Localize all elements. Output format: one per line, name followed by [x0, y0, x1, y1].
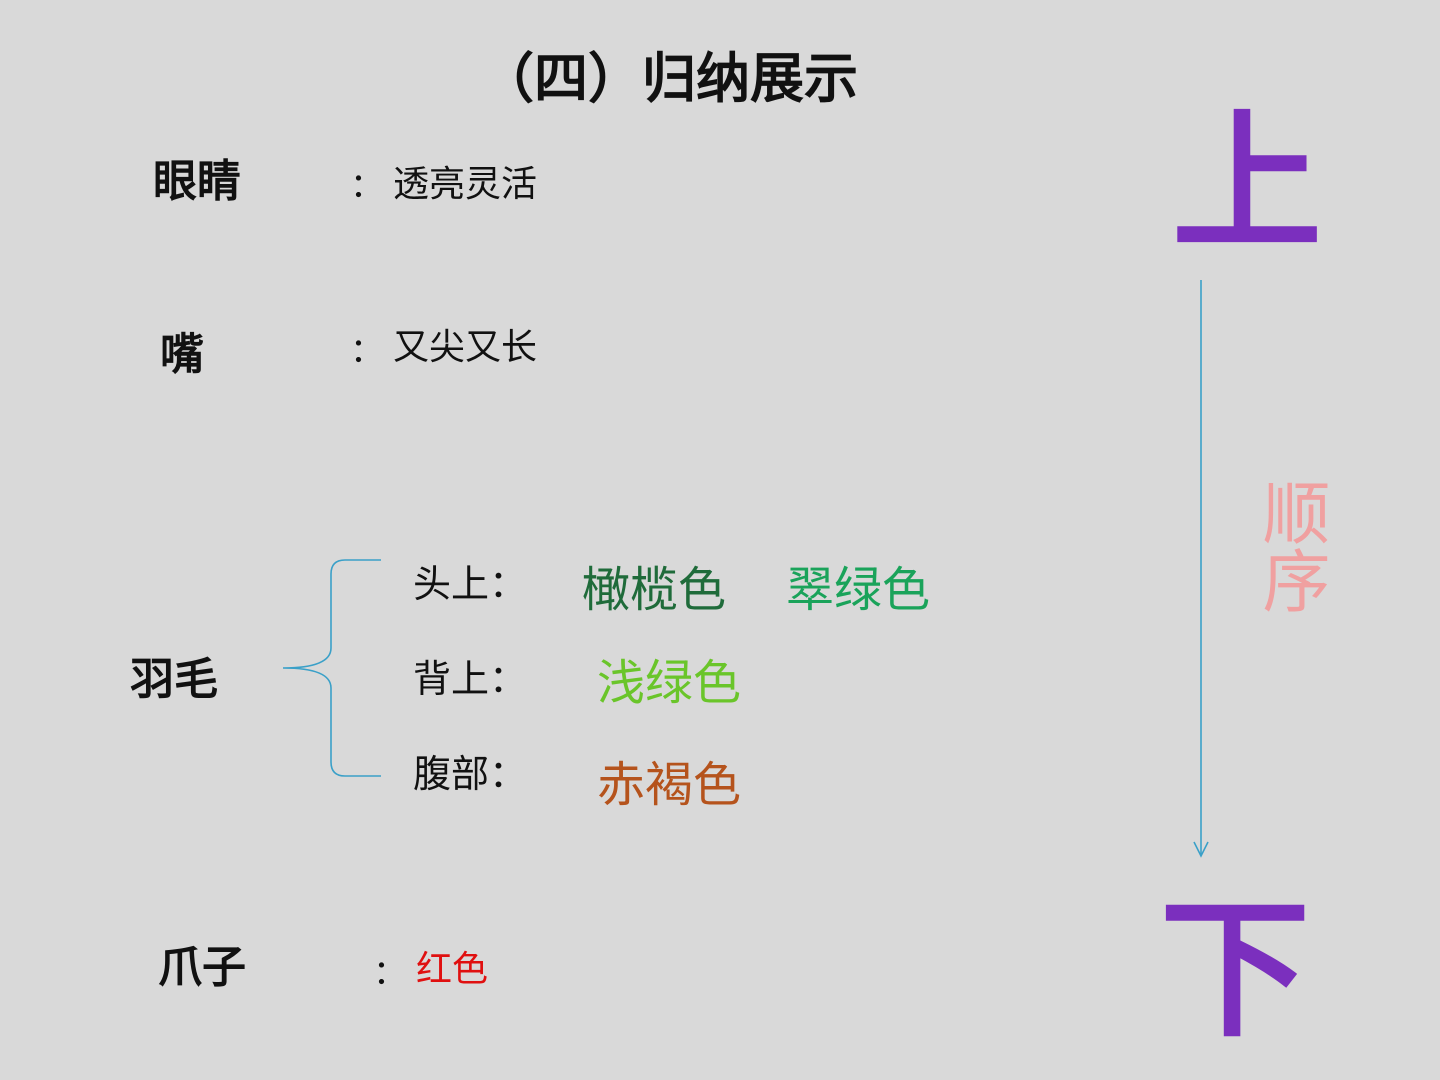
- belly-color: 赤褐色: [597, 757, 742, 813]
- claws-colon: ：: [373, 953, 407, 993]
- order-top-char: 上: [1172, 95, 1323, 271]
- belly-label: 腹部：: [413, 752, 528, 796]
- order-label: 顺序: [1250, 478, 1329, 614]
- eyes-value: 透亮灵活: [393, 164, 538, 205]
- page-title: （四）归纳展示: [480, 47, 858, 110]
- head-label: 头上：: [413, 562, 528, 606]
- back-label: 背上：: [413, 657, 528, 701]
- claws-label: 爪子: [158, 942, 246, 993]
- head-color-emerald: 翠绿色: [786, 562, 931, 618]
- feathers-brace: [282, 559, 381, 777]
- eyes-colon: ：: [350, 166, 384, 206]
- order-arrow-head: [1193, 841, 1209, 858]
- feathers-label: 羽毛: [130, 654, 218, 705]
- eyes-label: 眼睛: [153, 156, 241, 207]
- beak-value: 又尖又长: [393, 327, 538, 368]
- head-color-olive: 橄榄色: [582, 562, 727, 618]
- beak-label: 嘴: [160, 329, 204, 380]
- order-bottom-char: 下: [1160, 882, 1311, 1058]
- claws-value: 红色: [416, 949, 489, 990]
- beak-colon: ：: [350, 331, 384, 371]
- back-color: 浅绿色: [597, 655, 742, 711]
